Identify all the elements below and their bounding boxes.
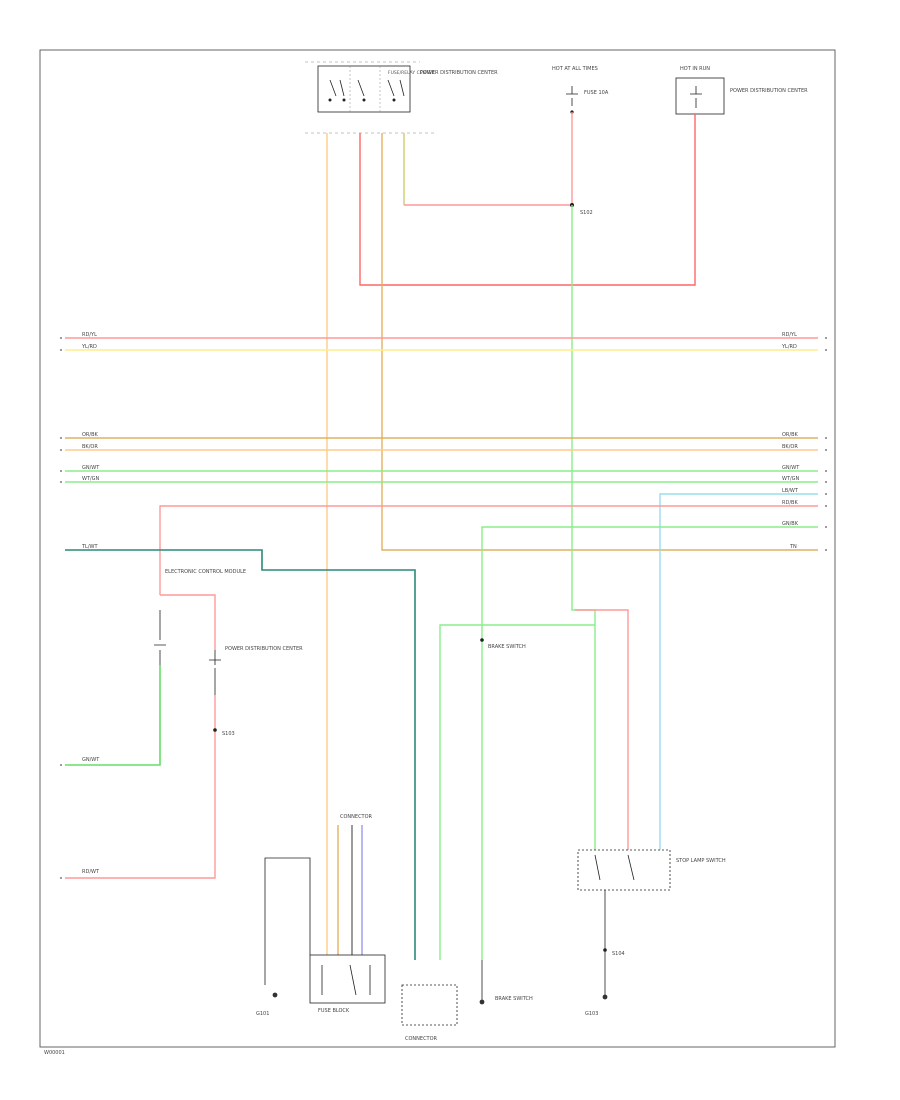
top-right-desc: POWER DISTRIBUTION CENTER xyxy=(730,88,808,94)
edge-markers xyxy=(60,337,827,879)
left-tag-g: TL/WT xyxy=(81,544,98,550)
splice-top-label: S102 xyxy=(580,210,593,216)
left-module-header: ELECTRONIC CONTROL MODULE xyxy=(165,569,246,575)
ground-left-symbol xyxy=(272,992,278,998)
bottom-mid-desc: BRAKE SWITCH xyxy=(495,996,533,1002)
center-mid-component: BRAKE SWITCH xyxy=(439,609,629,960)
bus-wires xyxy=(65,337,818,960)
left-module: ELECTRONIC CONTROL MODULE S103 POWER DIS… xyxy=(65,569,303,879)
wire-teal xyxy=(65,549,416,960)
top-center-header: HOT AT ALL TIMES xyxy=(552,66,598,72)
ground-right-label: G103 xyxy=(585,1011,598,1017)
left-tag-d: BK/OR xyxy=(82,444,98,450)
left-tag-i: RD/WT xyxy=(82,869,100,875)
right-tag-e: GN/WT xyxy=(782,465,800,471)
center-mid-header: BRAKE SWITCH xyxy=(488,644,526,650)
right-tag-c: OR/BK xyxy=(782,432,799,438)
top-fuse-desc: POWER DISTRIBUTION CENTER xyxy=(420,70,498,76)
top-right-component: HOT IN RUN POWER DISTRIBUTION CENTER xyxy=(675,66,808,115)
right-tag-h: RD/BK xyxy=(782,500,798,506)
right-tag-i: GN/BK xyxy=(782,521,799,527)
top-center-desc: FUSE 10A xyxy=(584,90,609,96)
top-center-component: HOT AT ALL TIMES FUSE 10A xyxy=(552,66,609,114)
bottom-block-label: FUSE BLOCK xyxy=(318,1008,350,1014)
left-tag-f: WT/GN xyxy=(82,476,100,482)
left-wire-tags: RD/YL YL/RD OR/BK BK/OR GN/WT WT/GN TL/W… xyxy=(81,332,100,875)
right-tag-j: TN xyxy=(789,544,797,550)
top-right-header: HOT IN RUN xyxy=(680,66,710,72)
right-tag-a: RD/YL xyxy=(782,332,797,338)
splice-left-label: S103 xyxy=(222,731,235,737)
footer-code: W00001 xyxy=(44,1050,65,1056)
right-tag-d: BK/OR xyxy=(782,444,798,450)
right-relay: STOP LAMP SWITCH S104 G103 xyxy=(577,849,726,1017)
left-tag-e: GN/WT xyxy=(82,465,100,471)
right-relay-desc: STOP LAMP SWITCH xyxy=(676,858,726,864)
ground-left-label: G101 xyxy=(256,1011,269,1017)
bottom-fuse-block: FUSE BLOCK CONNECTOR G101 xyxy=(256,814,386,1017)
right-tag-g: LB/WT xyxy=(782,488,799,494)
splice-right-label: S104 xyxy=(612,951,625,957)
bottom-connector-top: CONNECTOR xyxy=(340,814,373,820)
right-tag-f: WT/GN xyxy=(782,476,800,482)
left-tag-b: YL/RD xyxy=(81,344,97,350)
ground-right-symbol xyxy=(602,994,608,1000)
ground-center-symbol xyxy=(479,999,485,1005)
wire-red-top-loop xyxy=(359,114,696,286)
wire-tan-vertical xyxy=(381,133,818,551)
right-tag-b: YL/RD xyxy=(781,344,797,350)
left-module-desc: POWER DISTRIBUTION CENTER xyxy=(225,646,303,652)
top-fuse-block: POWER DISTRIBUTION CENTER FUSE/RELAY CEN… xyxy=(305,61,498,134)
left-tag-c: OR/BK xyxy=(82,432,99,438)
right-wire-tags: RD/YL YL/RD OR/BK BK/OR GN/WT WT/GN LB/W… xyxy=(781,332,800,550)
bottom-connector-label: CONNECTOR xyxy=(405,1036,438,1042)
left-tag-a: RD/YL xyxy=(82,332,97,338)
bottom-connector: CONNECTOR BRAKE SWITCH xyxy=(401,960,533,1042)
left-tag-h: GN/WT xyxy=(82,757,100,763)
diagram-border xyxy=(39,49,836,1048)
top-fuse-title: FUSE/RELAY CENTER xyxy=(388,70,435,76)
